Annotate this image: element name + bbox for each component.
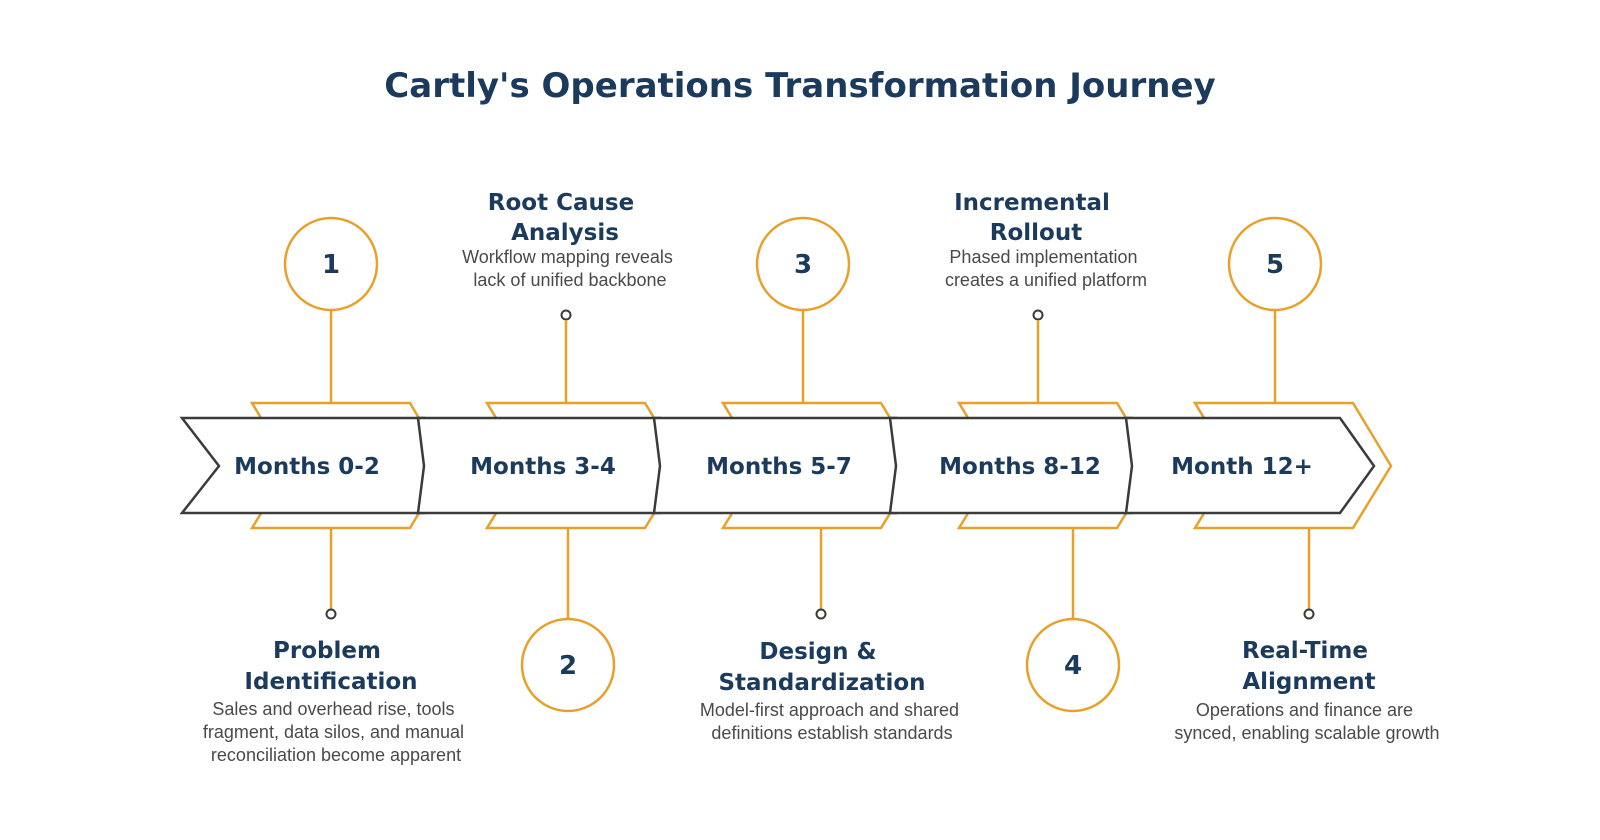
stage-4-connector-dot [1032,309,1044,321]
stage-1-connector-dot [325,608,337,620]
stage-1: Months 0-2 1 Problem Identification Sale… [179,216,469,765]
diagram-title: Cartly's Operations Transformation Journ… [384,66,1215,106]
stage-1-title: Problem Identification [244,638,417,695]
stage-3-description: Model-first approach and shared definiti… [700,700,964,743]
stage-4-title: Incremental Rollout [954,190,1118,246]
stage-3-title: Design & Standardization [718,639,925,696]
stage-4-number-circle [1025,617,1121,713]
stage-1-number-circle [283,216,379,312]
stage-5-number: 5 [1266,250,1284,280]
stage-5-title: Real-Time Alignment [1242,638,1376,695]
stage-4: Months 8-12 Incremental Rollout Phased i… [888,190,1157,713]
stage-2-number: 2 [559,651,577,681]
stage-4-number: 4 [1064,651,1082,681]
stage-5-period: Month 12+ [1171,454,1313,480]
stage-3-number: 3 [794,250,812,280]
stage-2-period: Months 3-4 [470,454,616,480]
stage-2-number-circle [520,617,616,713]
stage-2-connector-dot [560,309,572,321]
stage-5-number-circle [1227,216,1323,312]
stage-2: Months 3-4 Root Cause Analysis Workflow … [416,190,685,713]
stage-5-arrow [1124,416,1376,515]
stage-4-period: Months 8-12 [939,454,1101,480]
stage-4-description: Phased implementation creates a unified … [945,247,1147,290]
stage-5-description: Operations and finance are synced, enabl… [1174,700,1439,743]
stage-3-period: Months 5-7 [706,454,852,480]
stage-5: Month 12+ 5 Real-Time Alignment Operatio… [1124,216,1440,743]
stage-2-title: Root Cause Analysis [488,190,642,246]
stage-3-connector-dot [815,608,827,620]
stage-3-number-circle [755,216,851,312]
stage-2-description: Workflow mapping reveals lack of unified… [462,247,678,290]
stage-5-connector-dot [1303,608,1315,620]
stage-1-number: 1 [322,250,340,280]
stage-1-period: Months 0-2 [234,454,380,480]
stage-1-description: Sales and overhead rise, tools fragment,… [203,699,469,765]
